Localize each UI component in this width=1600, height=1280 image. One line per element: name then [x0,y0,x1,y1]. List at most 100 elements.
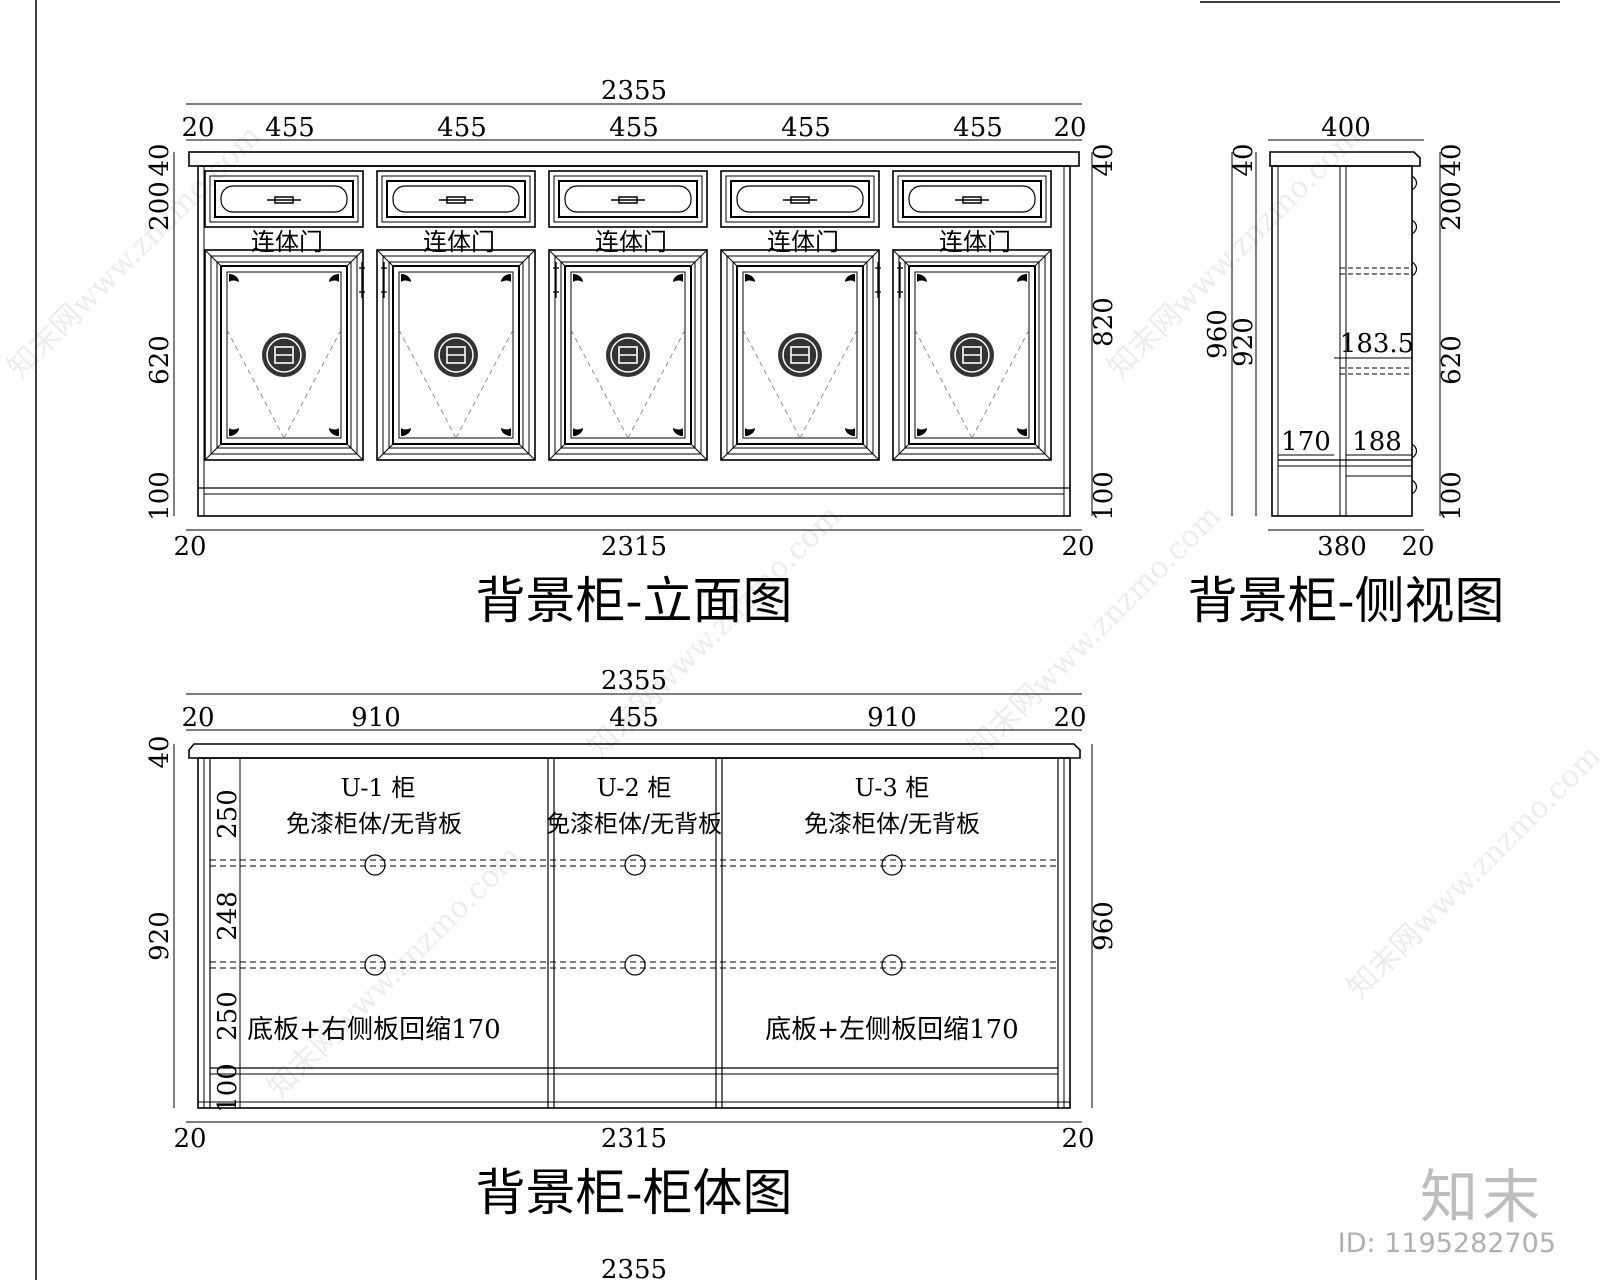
svg-text:380: 380 [1317,532,1367,562]
carcass-body [197,757,1071,1109]
elev-left-heights: 40 200 620 100 [145,143,175,520]
svg-text:知末网www.znzmo.com: 知末网www.znzmo.com [261,839,528,1106]
unit-desc: 免漆柜体/无背板 [804,810,980,838]
drawer [892,170,1052,228]
svg-text:910: 910 [351,703,401,733]
svg-text:910: 910 [867,703,917,733]
door-labels: 连体门 连体门 连体门 连体门 连体门 [251,228,1011,256]
unit-desc: 免漆柜体/无背板 [546,810,722,838]
carcass-top-segment-labels: 20 910 455 910 20 [181,703,1086,733]
svg-text:40: 40 [1089,143,1119,176]
unit-partitions [209,758,1059,1108]
carcass-view: 2355 20 910 455 910 20 [145,666,1119,1222]
door [204,249,364,461]
side-right-heights: 40 200 620 100 [1437,143,1467,520]
shelf-lines [210,859,1058,969]
svg-text:455: 455 [609,703,659,733]
unit-labels: U-1 柜 免漆柜体/无背板 U-2 柜 免漆柜体/无背板 U-3 柜 免漆柜体… [286,774,980,838]
svg-text:455: 455 [609,113,659,143]
next-drawing-dimension: 2355 [601,1255,667,1280]
elevation-view: 2355 20 455 455 455 455 455 20 [145,76,1119,630]
svg-text:40: 40 [145,735,175,768]
svg-text:250: 250 [213,991,243,1041]
carcass-right-height: 960 [1089,901,1119,951]
watermark-id: ID: 1195282705 [1337,1228,1556,1259]
svg-text:连体门: 连体门 [423,228,495,256]
elev-bottom-overall: 2315 [601,532,667,562]
drawer [548,170,708,228]
svg-text:20: 20 [173,532,206,562]
unit-desc: 免漆柜体/无背板 [286,810,462,838]
svg-text:20: 20 [173,1124,206,1154]
unit-name: U-2 柜 [597,774,672,802]
elev-right-heights: 40 820 100 [1089,143,1119,520]
svg-text:100: 100 [1089,471,1119,521]
svg-text:20: 20 [1401,532,1434,562]
svg-text:20: 20 [1053,703,1086,733]
carcass-title: 背景柜-柜体图 [476,1164,793,1222]
watermark-brand: 知末 [1419,1163,1544,1231]
svg-text:40: 40 [1437,143,1467,176]
carcass-notes: 底板+右侧板回缩170 底板+左侧板回缩170 [247,1015,1018,1045]
svg-text:188: 188 [1352,427,1402,457]
svg-text:知末网www.znzmo.com: 知末网www.znzmo.com [1341,739,1600,1006]
svg-text:20: 20 [181,113,214,143]
svg-text:920: 920 [1229,317,1259,367]
svg-text:100: 100 [145,471,175,521]
svg-text:连体门: 连体门 [939,228,1011,256]
door [376,249,536,461]
svg-text:920: 920 [145,911,175,961]
carcass-inner-heights: 250 248 250 100 [213,789,243,1113]
svg-text:248: 248 [213,891,243,941]
drawer [720,170,880,228]
shelf-pin-holes [364,854,903,976]
elev-carcass [197,165,1071,517]
side-view-title: 背景柜-侧视图 [1188,572,1505,630]
door [720,249,880,461]
elevation-title: 背景柜-立面图 [476,572,793,630]
svg-text:960: 960 [1203,309,1233,359]
svg-text:连体门: 连体门 [767,228,839,256]
svg-text:100: 100 [1437,471,1467,521]
carcass-top-board [188,743,1081,759]
svg-text:183.5: 183.5 [1340,329,1414,359]
side-depth-top: 400 [1321,113,1371,143]
svg-text:连体门: 连体门 [595,228,667,256]
svg-text:620: 620 [145,335,175,385]
svg-text:连体门: 连体门 [251,228,323,256]
svg-text:100: 100 [213,1063,243,1113]
svg-text:底板+左侧板回缩170: 底板+左侧板回缩170 [765,1015,1018,1045]
elev-top-segment-labels: 20 455 455 455 455 455 20 [181,113,1086,143]
side-door-profile [1411,175,1418,495]
svg-text:170: 170 [1281,427,1331,457]
svg-text:620: 620 [1437,335,1467,385]
unit-name: U-3 柜 [855,774,930,802]
svg-text:2315: 2315 [601,1124,667,1154]
svg-text:820: 820 [1089,297,1119,347]
side-inner-dims: 183.5 170 188 [1281,329,1414,457]
door [892,249,1052,461]
svg-text:200: 200 [145,181,175,231]
elev-top-board [188,151,1080,167]
svg-text:底板+右侧板回缩170: 底板+右侧板回缩170 [247,1015,500,1045]
carcass-left-heights: 40 920 [145,735,175,960]
svg-text:20: 20 [1053,113,1086,143]
unit-name: U-1 柜 [341,774,416,802]
svg-text:250: 250 [213,789,243,839]
svg-text:20: 20 [1061,1124,1094,1154]
svg-text:455: 455 [437,113,487,143]
elev-overall-width: 2355 [601,76,667,106]
svg-text:455: 455 [265,113,315,143]
drawer [376,170,536,228]
svg-text:40: 40 [1229,143,1259,176]
side-top-board [1269,151,1421,167]
svg-text:200: 200 [1437,181,1467,231]
svg-text:455: 455 [953,113,1003,143]
side-left-heights: 960 40 920 [1203,143,1259,366]
door [548,249,708,461]
svg-text:20: 20 [1061,532,1094,562]
svg-text:40: 40 [145,143,175,176]
side-body [1271,165,1413,517]
svg-text:知末网www.znzmo.com: 知末网www.znzmo.com [1,119,268,386]
